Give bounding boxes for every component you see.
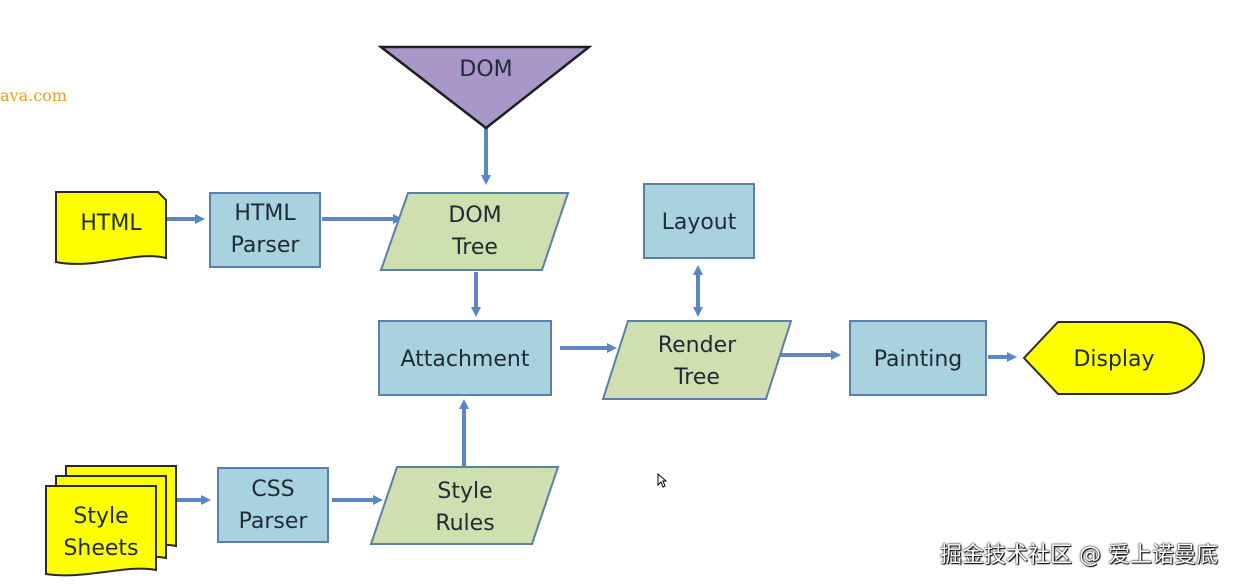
corner-url-fragment: ava.com [0, 86, 67, 105]
node-html-label-line-1: HTML [80, 211, 142, 236]
mouse-cursor-icon [657, 473, 667, 488]
node-attachment-label-line-1: Attachment [401, 347, 530, 372]
node-display-label: Display [1073, 347, 1154, 372]
node-dom-label-line-1: DOM [459, 57, 512, 82]
node-dom-label: DOM [459, 57, 512, 82]
node-html-parser-label: HTML Parser [231, 201, 301, 258]
node-painting: Painting [849, 320, 987, 396]
node-style-sheets-label-line-1: Style [73, 504, 128, 529]
node-css-parser-label-line-1: CSS [251, 477, 294, 502]
watermark: 掘金技术社区 @ 爱上诺曼底 [940, 543, 1218, 568]
node-dom-tree-label-line-1: DOM [448, 203, 501, 228]
node-painting-label: Painting [874, 347, 962, 372]
node-render-tree-label-line-2: Tree [673, 365, 720, 390]
node-attachment: Attachment [378, 320, 552, 396]
node-render-tree-label-line-1: Render [658, 333, 737, 358]
node-dom: DOM [377, 45, 593, 130]
node-display: Display [1022, 321, 1205, 395]
node-html-parser: HTML Parser [209, 192, 321, 268]
node-layout: Layout [643, 183, 755, 259]
node-dom-tree-label: DOM Tree [448, 203, 501, 260]
node-dom-tree-label-line-2: Tree [451, 235, 498, 260]
node-layout-label-line-1: Layout [662, 210, 737, 235]
node-layout-label: Layout [662, 210, 737, 235]
node-style-rules-label-line-2: Rules [435, 511, 494, 536]
node-painting-label-line-1: Painting [874, 347, 962, 372]
node-style-sheets-label-line-2: Sheets [63, 536, 138, 561]
node-html: HTML [55, 191, 167, 265]
node-style-rules-label-line-1: Style [437, 479, 492, 504]
node-attachment-label: Attachment [401, 347, 530, 372]
node-dom-tree: DOM Tree [379, 192, 570, 271]
node-html-parser-label-line-2: Parser [231, 233, 301, 258]
node-html-label: HTML [80, 211, 142, 236]
node-css-parser-label: CSS Parser [239, 477, 309, 534]
node-css-parser-label-line-2: Parser [239, 509, 309, 534]
node-display-label-line-1: Display [1073, 347, 1154, 372]
connectors [166, 128, 1017, 505]
node-html-parser-label-line-1: HTML [234, 201, 296, 226]
node-css-parser: CSS Parser [217, 467, 329, 543]
